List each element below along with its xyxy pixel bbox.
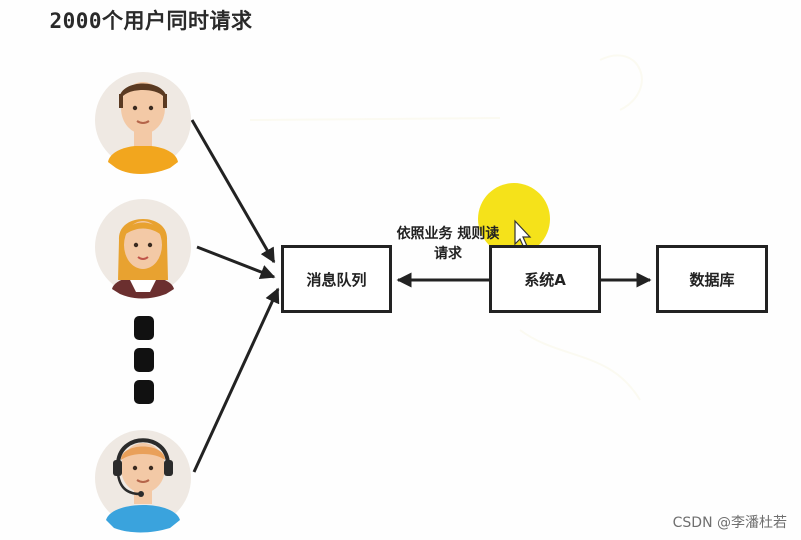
ellipsis-dots	[134, 316, 154, 412]
ellipsis-dot	[134, 316, 154, 340]
ellipsis-dot	[134, 380, 154, 404]
edge-label-read-rules: 依照业务 规则读请求	[396, 226, 500, 262]
ellipsis-dot	[134, 348, 154, 372]
user-avatar-woman	[95, 199, 191, 299]
user-avatar-man	[95, 72, 191, 174]
background-smudges	[249, 54, 643, 401]
user-avatar-headset	[95, 430, 191, 533]
arrow-user2-to-queue	[196, 245, 276, 280]
arrow-user3-to-queue	[192, 287, 280, 473]
database-node: 数据库	[656, 245, 768, 313]
arrow-user1-to-queue	[190, 119, 276, 264]
system-a-node: 系统A	[489, 245, 601, 313]
cursor-highlight	[478, 183, 550, 255]
database-label: 数据库	[689, 270, 735, 289]
users-title: 2000个用户同时请求	[49, 9, 253, 33]
message-queue-node: 消息队列	[281, 245, 392, 313]
system-a-label: 系统A	[524, 270, 566, 289]
message-queue-label: 消息队列	[306, 270, 367, 289]
csdn-watermark: CSDN @李潘杜若	[672, 515, 787, 531]
